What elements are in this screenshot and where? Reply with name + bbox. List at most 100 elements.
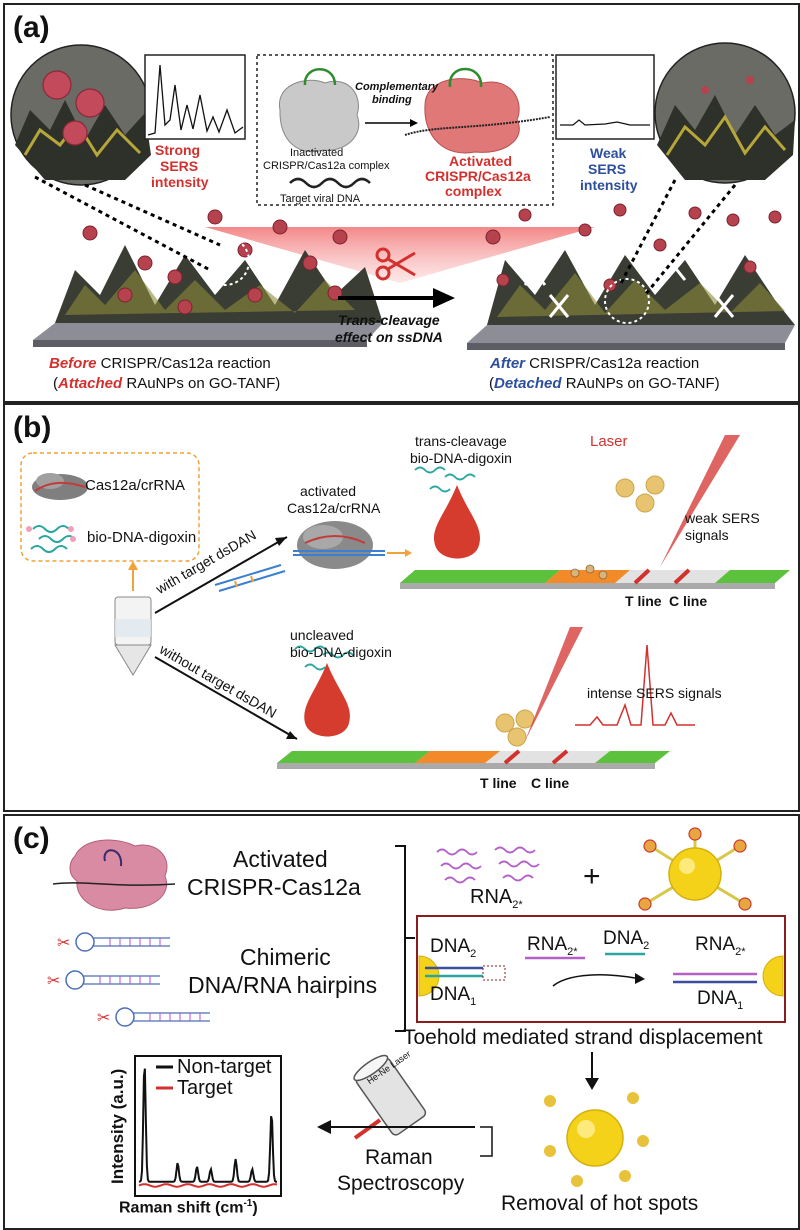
intense-sers-spectrum [575,644,695,726]
attached-caption: (Attached RAuNPs on GO-TANF) [53,375,280,392]
x-axis-label-main: Raman shift (cm [119,1199,244,1217]
activated-text-1: Activated [233,846,328,872]
trans-cleavage-text-1: trans-cleavage [415,433,507,449]
inactivated-text-1: Inactivated [290,147,344,159]
before-rest: CRISPR/Cas12a reaction [96,355,271,372]
rna2-top-text: RNA2* [470,886,523,911]
attached-open: ( [53,375,58,392]
aunp-without-hotspots-icon [544,1092,649,1187]
bio-dna-digoxin-text: bio-DNA-digoxin [87,529,197,546]
panel-a: (a) Strong SERS intensity Complementary … [3,3,800,403]
panel-c-label: (c) [13,822,50,855]
activated-cas12a-icon [69,839,168,911]
chimeric-text-1: Chimeric [240,944,331,970]
after-rest: CRISPR/Cas12a reaction [525,355,700,372]
activated-text-2: CRISPR/Cas12a [425,168,531,184]
droplet-lower [304,663,350,737]
chimeric-hairpin-icons: ✂ ✂ ✂ [47,932,210,1027]
red-scissors-icon [375,247,416,281]
droplet-upper [434,485,480,559]
laser-beam-lower [525,627,583,741]
intense-sers-text: intense SERS signals [587,685,722,701]
panel-c: ✂ ✂ ✂ [3,814,800,1230]
svg-text:✂: ✂ [47,971,60,990]
with-target-arrow [154,536,288,614]
c-line-upper-text: C line [669,593,708,609]
plus-sign: + [583,860,601,893]
dna1-right-sub: 1 [737,999,744,1012]
toehold-text: Toehold mediated strand displacement [403,1026,763,1049]
x-axis-label-sup: -1 [243,1198,253,1209]
detached-caption: (Detached RAuNPs on GO-TANF) [489,375,720,392]
target-viral-dna [289,177,371,189]
attached-word: Attached [58,375,123,392]
rna2-mid-text: RNA2* [527,934,578,958]
aunp-with-hotspots-icon [638,827,752,911]
rna2-mid-sub: 2* [567,945,578,958]
activated-text-3: complex [445,183,502,199]
c-line-lower [551,749,569,765]
chimeric-text-2: DNA/RNA hairpins [188,972,378,998]
strong-sers-text-3: intensity [151,174,209,190]
panel-b: (b) Cas12a/crRNA bio-DNA-digoxin with ta… [3,403,800,812]
dna1-right-text: DNA1 [697,988,743,1012]
cas12a-icon [32,473,88,500]
target-viral-dna-text: Target viral DNA [280,193,361,205]
raman-text-2: Spectroscopy [337,1172,465,1195]
rna2-right-sub: 2* [735,945,746,958]
activated-complex [424,78,520,154]
inactivated-complex [279,79,360,153]
removal-text: Removal of hot spots [501,1192,699,1215]
x-axis-label-close: ) [252,1199,258,1217]
c-line-upper [673,568,691,585]
dna1-left-sub: 1 [470,995,477,1008]
x-axis-label: Raman shift (cm-1) [119,1198,258,1217]
strong-sers-spectrum [144,54,246,140]
rna2-right-text: RNA2* [695,934,746,958]
trans-cleavage-text-1: Trans-cleavage [338,312,440,328]
he-ne-laser-icon [353,1054,427,1140]
t-line-lower-text: T line [480,775,517,791]
raman-text-1: Raman [365,1146,433,1169]
activated-cas12a-icon [293,521,385,569]
dna2-left-sub: 2 [470,947,477,960]
substrate-left [33,323,383,340]
test-strip-lower [277,749,670,769]
weak-sers-text-1: Weak [590,145,627,161]
c-line-lower-text: C line [531,775,570,791]
activated-text-2: Cas12a/crRNA [287,500,381,516]
after-caption: After CRISPR/Cas12a reaction [490,355,699,372]
weak-sers-text-2: SERS [588,161,627,177]
detached-rest: RAuNPs on GO-TANF) [561,375,720,392]
t-line-lower [503,749,521,765]
svg-text:✂: ✂ [57,933,70,952]
uncleaved-text-1: uncleaved [290,627,354,643]
svg-text:✂: ✂ [97,1008,110,1027]
dna2-mid: DNA [603,928,644,949]
rna2-strands-icon [436,846,540,884]
before-caption: Before CRISPR/Cas12a reaction [49,355,271,372]
panel-c-illustration: ✂ ✂ ✂ [47,827,786,1197]
dna2-left-text: DNA2 [430,936,476,960]
trans-cleavage-text-2: effect on ssDNA [335,329,443,345]
complementary-text-1: Complementary [355,81,439,93]
without-target-arrow [154,656,298,740]
panel-a-illustration [10,42,796,350]
test-strip-upper [400,568,790,589]
strong-sers-text-2: SERS [160,158,199,174]
target-dsdna-icon [214,564,286,592]
rna2-top: RNA [470,886,513,908]
t-line-upper [633,568,651,585]
dna1-left: DNA [430,984,471,1005]
series-non-target [138,1068,277,1183]
weak-sers-text-3: intensity [580,177,638,193]
legend-target-text: Target [177,1077,233,1099]
detached-open: ( [489,375,494,392]
dna1-left-text: DNA1 [430,984,476,1008]
activated-text-2: CRISPR-Cas12a [187,874,361,900]
rna2-mid: RNA [527,934,568,955]
rna2-right: RNA [695,934,736,955]
laser-text: Laser [590,433,628,450]
activated-text-1: Activated [449,153,513,169]
raunp-detached [485,203,782,292]
